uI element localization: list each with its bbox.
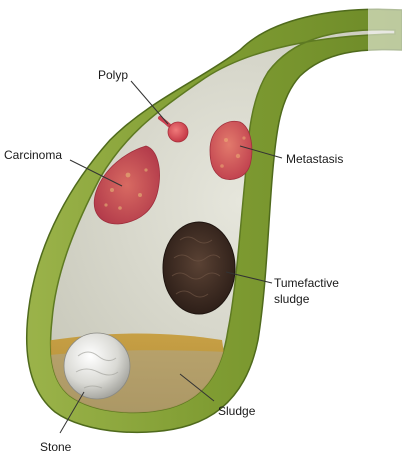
stone-texture [75, 351, 119, 389]
metastasis-mass [209, 120, 253, 180]
label-metastasis: Metastasis [286, 152, 344, 166]
label-carcinoma: Carcinoma [4, 148, 63, 162]
label-stone: Stone [40, 440, 72, 454]
stone-mass [63, 332, 131, 400]
leader-metastasis [239, 145, 283, 159]
leader-polyp [130, 80, 169, 125]
carcinoma-mass [93, 145, 160, 225]
carcinoma-texture [104, 168, 148, 210]
leader-tumefactive [225, 271, 273, 284]
leader-stone [59, 391, 85, 434]
leader-sludge [179, 373, 215, 402]
tumefactive-texture [171, 236, 221, 298]
label-tumefactive: Tumefactive [274, 276, 339, 290]
polyp-mass [167, 121, 189, 143]
leader-lines [59, 80, 283, 434]
leader-carcinoma [69, 159, 123, 187]
label-tumefactive-sludge: sludge [274, 292, 310, 306]
metastasis-texture [220, 136, 246, 168]
tumefactive-sludge-mass [162, 221, 236, 315]
label-sludge: Sludge [218, 404, 256, 418]
label-polyp: Polyp [98, 68, 129, 82]
